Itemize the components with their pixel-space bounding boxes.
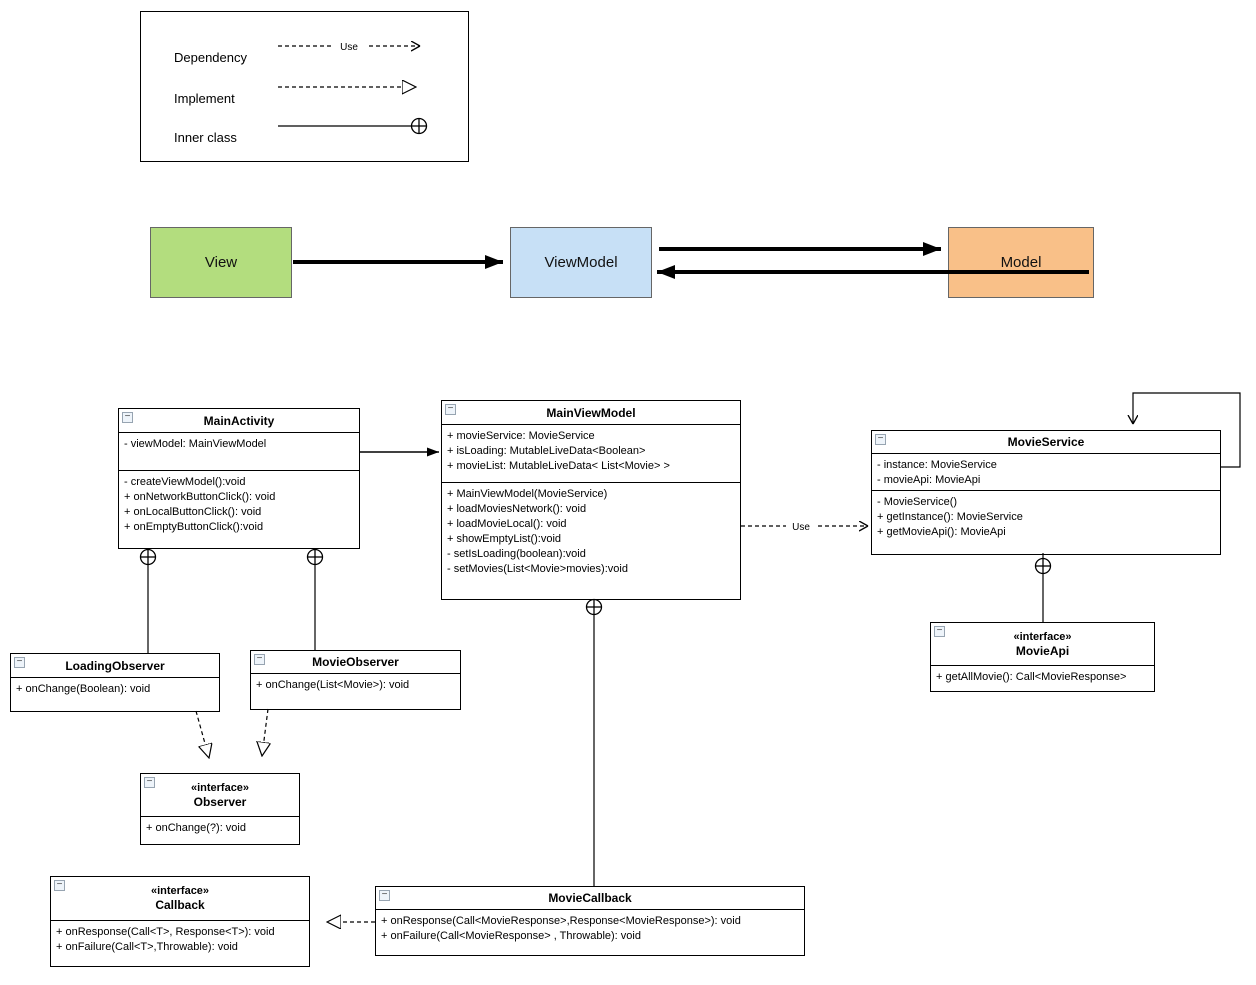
class-movie-callback[interactable]: − MovieCallback + onResponse(Call<MovieR… bbox=[375, 886, 805, 956]
member-line: + MainViewModel(MovieService) bbox=[447, 488, 608, 500]
class-methods: + onResponse(Call<T>, Response<T>): void… bbox=[51, 921, 309, 966]
movieobserver-implements-observer-arrow bbox=[262, 708, 268, 756]
member-line: - instance: MovieService bbox=[877, 459, 997, 471]
collapse-icon[interactable]: − bbox=[445, 404, 456, 415]
member-line: + onFailure(Call<T>,Throwable): void bbox=[56, 941, 238, 953]
member-line: + loadMoviesNetwork(): void bbox=[447, 503, 587, 515]
member-line: + onEmptyButtonClick():void bbox=[124, 521, 264, 533]
model-shape-label: Model bbox=[1000, 254, 1042, 271]
model-shape[interactable]: Model bbox=[948, 227, 1094, 298]
class-title: LoadingObserver bbox=[65, 658, 165, 673]
collapse-icon[interactable]: − bbox=[254, 654, 265, 665]
mainviewmodel-moviecallback-inner-class-connector bbox=[585, 598, 603, 886]
mainactivity-loadingobserver-inner-class-connector bbox=[139, 548, 157, 653]
class-header: − MovieObserver bbox=[251, 651, 460, 674]
class-attributes: - viewModel: MainViewModel bbox=[119, 433, 359, 471]
class-loading-observer[interactable]: − LoadingObserver + onChange(Boolean): v… bbox=[10, 653, 220, 712]
collapse-icon[interactable]: − bbox=[54, 880, 65, 891]
member-line: + loadMovieLocal(): void bbox=[447, 518, 567, 530]
class-header: − MovieService bbox=[872, 431, 1220, 454]
legend-label-implement: Implement bbox=[174, 91, 235, 106]
member-line: + onResponse(Call<MovieResponse>,Respons… bbox=[381, 915, 741, 927]
class-title: MovieCallback bbox=[548, 891, 632, 905]
member-line: + onNetworkButtonClick(): void bbox=[124, 491, 276, 503]
class-callback-interface[interactable]: − «interface» Callback + onResponse(Call… bbox=[50, 876, 310, 967]
class-header: − «interface» Observer bbox=[141, 774, 299, 817]
member-line: + showEmptyList():void bbox=[447, 533, 562, 545]
collapse-icon[interactable]: − bbox=[122, 412, 133, 423]
class-header: − MovieCallback bbox=[376, 887, 804, 910]
member-line: + movieService: MovieService bbox=[447, 430, 595, 442]
collapse-icon[interactable]: − bbox=[934, 626, 945, 637]
view-shape[interactable]: View bbox=[150, 227, 292, 298]
class-methods: + onChange(List<Movie>): void bbox=[251, 674, 460, 709]
viewmodel-shape-label: ViewModel bbox=[544, 254, 618, 271]
member-line: - setMovies(List<Movie>movies):void bbox=[447, 563, 628, 575]
class-methods: + MainViewModel(MovieService) + loadMovie… bbox=[442, 483, 740, 599]
class-title: MovieObserver bbox=[312, 655, 399, 669]
class-methods: + onChange(?): void bbox=[141, 817, 299, 844]
class-header: − LoadingObserver bbox=[11, 654, 219, 678]
class-header: − «interface» Callback bbox=[51, 877, 309, 921]
class-title: MovieApi bbox=[1015, 643, 1070, 658]
class-header: − MainViewModel bbox=[442, 401, 740, 425]
class-header: − «interface» MovieApi bbox=[931, 623, 1154, 666]
class-methods: - createViewModel():void + onNetworkButto… bbox=[119, 471, 359, 548]
member-line: + getAllMovie(): Call<MovieResponse> bbox=[936, 671, 1127, 683]
member-line: + onLocalButtonClick(): void bbox=[124, 506, 262, 518]
member-line: + getInstance(): MovieService bbox=[877, 511, 1023, 523]
collapse-icon[interactable]: − bbox=[875, 434, 886, 445]
class-title: Observer bbox=[193, 794, 247, 809]
class-methods: + getAllMovie(): Call<MovieResponse> bbox=[931, 666, 1154, 691]
legend-box: Dependency Implement Inner class bbox=[140, 11, 469, 162]
svg-text:Use: Use bbox=[792, 522, 810, 533]
class-main-activity[interactable]: − MainActivity - viewModel: MainViewMode… bbox=[118, 408, 360, 549]
member-line: - MovieService() bbox=[877, 496, 958, 508]
collapse-icon[interactable]: − bbox=[14, 657, 25, 668]
loadingobserver-implements-observer-arrow bbox=[195, 710, 209, 758]
member-line: - createViewModel():void bbox=[124, 476, 246, 488]
member-line: + onChange(List<Movie>): void bbox=[256, 679, 410, 691]
class-movie-api-interface[interactable]: − «interface» MovieApi + getAllMovie(): … bbox=[930, 622, 1155, 692]
member-line: + movieList: MutableLiveData< List<Movie… bbox=[447, 460, 670, 472]
class-stereotype: «interface» bbox=[150, 885, 210, 897]
member-line: + onFailure(Call<MovieResponse> , Throwa… bbox=[381, 930, 641, 942]
class-title: MainViewModel bbox=[546, 405, 636, 420]
member-line: + isLoading: MutableLiveData<Boolean> bbox=[447, 445, 646, 457]
movieservice-movieapi-inner-class-connector bbox=[1034, 553, 1052, 622]
class-header: − MainActivity bbox=[119, 409, 359, 433]
member-line: - viewModel: MainViewModel bbox=[124, 438, 267, 450]
class-movie-service[interactable]: − MovieService - instance: MovieService-… bbox=[871, 430, 1221, 555]
mainviewmodel-use-movieservice-arrow: Use bbox=[741, 519, 868, 533]
class-methods: + onChange(Boolean): void bbox=[11, 678, 219, 711]
member-line: - setIsLoading(boolean):void bbox=[447, 548, 586, 560]
class-title: Callback bbox=[155, 898, 205, 912]
class-main-viewmodel[interactable]: − MainViewModel + movieService: MovieSer… bbox=[441, 400, 741, 600]
member-line: + onResponse(Call<T>, Response<T>): void bbox=[56, 926, 275, 938]
member-line: + onChange(?): void bbox=[146, 822, 246, 834]
class-attributes: - instance: MovieService - movieApi: Movi… bbox=[872, 454, 1220, 491]
member-line: - movieApi: MovieApi bbox=[877, 474, 981, 486]
class-stereotype: «interface» bbox=[190, 781, 250, 794]
legend-label-inner-class: Inner class bbox=[174, 130, 237, 145]
class-movie-observer[interactable]: − MovieObserver + onChange(List<Movie>):… bbox=[250, 650, 461, 710]
class-methods: + onResponse(Call<MovieResponse>,Respons… bbox=[376, 910, 804, 955]
class-title: MainActivity bbox=[203, 413, 275, 428]
collapse-icon[interactable]: − bbox=[144, 777, 155, 788]
class-attributes: + movieService: MovieService + isLoading:… bbox=[442, 425, 740, 483]
mainactivity-movieobserver-inner-class-connector bbox=[306, 548, 324, 650]
member-line: + getMovieApi(): MovieApi bbox=[877, 526, 1006, 538]
class-title: MovieService bbox=[1007, 435, 1085, 449]
collapse-icon[interactable]: − bbox=[379, 890, 390, 901]
view-shape-label: View bbox=[204, 254, 238, 271]
viewmodel-shape[interactable]: ViewModel bbox=[510, 227, 652, 298]
class-stereotype: «interface» bbox=[1013, 630, 1072, 643]
legend-label-dependency: Dependency bbox=[174, 50, 247, 65]
class-observer-interface[interactable]: − «interface» Observer + onChange(?): vo… bbox=[140, 773, 300, 845]
member-line: + onChange(Boolean): void bbox=[16, 683, 151, 695]
class-methods: - MovieService() + getInstance(): MovieSe… bbox=[872, 491, 1220, 554]
